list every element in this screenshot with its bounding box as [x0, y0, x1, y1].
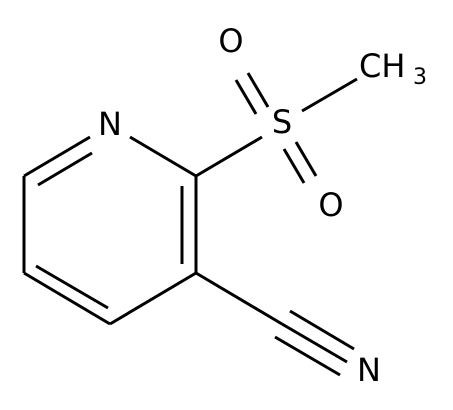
bond-ring-c3-c4: [109, 271, 197, 326]
methyl-group-label: CH: [359, 47, 405, 85]
bond-ring-c4-c5: [23, 271, 111, 326]
methyl-subscript: 3: [413, 65, 427, 90]
bond-cn-triple-a: [281, 322, 348, 364]
bond-ring-c6-n-inner: [37, 151, 93, 187]
bond-s-o-bottom-b: [282, 148, 306, 184]
atom-sulfur: S: [272, 103, 292, 141]
bond-c3-cn: [195, 271, 283, 326]
bond-ring-c4-c5-inner: [35, 264, 109, 310]
bond-cn-triple-c: [274, 335, 341, 377]
bond-cn-triple-b: [289, 309, 355, 351]
atom-oxygen-top: O: [218, 22, 243, 60]
bond-s-o-top-b: [234, 79, 258, 115]
bond-s-o-bottom-a: [294, 141, 318, 177]
bond-c2-s: [195, 135, 263, 178]
bond-s-ch3: [301, 77, 358, 113]
atom-oxygen-bottom: O: [318, 186, 343, 224]
atom-nitrile-nitrogen: N: [357, 351, 381, 389]
bond-ring-n-c2: [129, 135, 197, 178]
bond-s-o-top-a: [246, 72, 270, 108]
bond-ring-c6-n: [23, 135, 91, 178]
atom-ring-nitrogen: N: [98, 105, 122, 143]
